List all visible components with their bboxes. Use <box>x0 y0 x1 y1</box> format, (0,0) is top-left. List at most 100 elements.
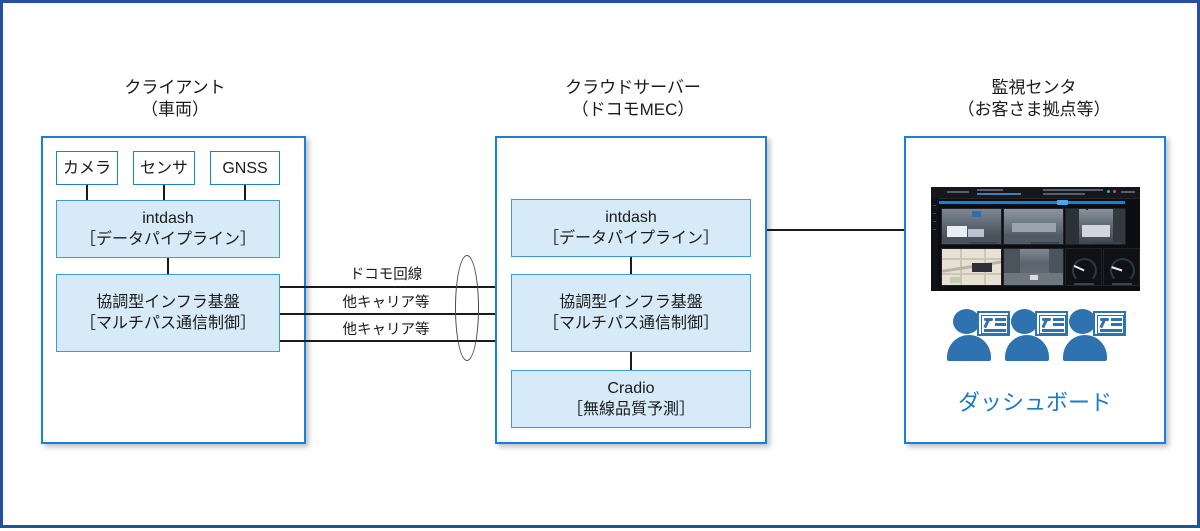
connector-gnss-to-intdash <box>244 185 246 200</box>
cloud-intdash-block[interactable]: intdash ［データパイプライン］ <box>511 199 751 257</box>
gauge-1-label <box>1074 283 1094 285</box>
dashboard-topbar <box>931 187 1140 199</box>
client-infra-line2: ［マルチパス通信制御］ <box>79 315 256 332</box>
cloud-infra-line1: 協調型インフラ基盤 <box>559 294 703 311</box>
dashboard-sidebar <box>931 198 938 291</box>
cloud-group-title: クラウドサーバー （ドコモMEC） <box>498 77 768 121</box>
client-title-line1: クライアント <box>124 78 226 97</box>
client-group-title: クライアント （車両） <box>45 77 305 121</box>
operator-3-screen-line-2 <box>1111 323 1122 326</box>
operator-1-screen <box>977 311 1010 336</box>
operator-2-screen-inner <box>1039 315 1066 334</box>
dashboard-panel-gauge-1[interactable] <box>1065 248 1102 286</box>
operator-2-screen-line-1 <box>1053 318 1064 321</box>
dashboard-panel-camera-feed-2[interactable] <box>1003 208 1064 245</box>
gauge-1-dial <box>1072 258 1097 283</box>
topbar-meta-1 <box>977 189 1003 191</box>
operator-1 <box>947 309 1010 361</box>
network-bundle-ellipse <box>455 255 479 361</box>
camera-feed-2-caption <box>1031 242 1059 244</box>
source-box-sensor[interactable]: センサ <box>133 151 195 185</box>
cloud-title-line2: （ドコモMEC） <box>571 100 695 119</box>
operator-3-wrench-handle <box>1099 319 1106 329</box>
client-intdash-block[interactable]: intdash ［データパイプライン］ <box>56 200 280 258</box>
camera-feed-3-caption <box>1093 242 1121 244</box>
operator-1-wrench-icon <box>984 318 993 321</box>
source-box-camera[interactable]: カメラ <box>56 151 118 185</box>
center-title-line1: 監視センタ <box>991 78 1077 97</box>
sidebar-tick-3 <box>933 221 936 222</box>
timeline-scrubber-handle[interactable] <box>1057 200 1068 205</box>
topbar-status-dot-1 <box>1107 190 1110 193</box>
gauge-2-dial <box>1110 258 1135 283</box>
network-link-label-2: 他キャリア等 <box>328 291 444 312</box>
cloud-cradio-line1: Cradio <box>607 380 655 397</box>
operator-1-body <box>947 335 991 361</box>
connector-client-intdash-to-infra <box>167 258 169 274</box>
connector-cloud-infra-to-cradio <box>630 352 632 370</box>
dashboard-panel-camera-feed-4[interactable] <box>1003 248 1064 286</box>
network-link-label-1: ドコモ回線 <box>328 263 444 284</box>
operator-3-screen-line-1 <box>1111 318 1122 321</box>
topbar-meta-2 <box>977 193 1021 195</box>
client-infra-block[interactable]: 協調型インフラ基盤 ［マルチパス通信制御］ <box>56 274 280 352</box>
operator-3-wrench-icon <box>1100 318 1109 321</box>
cloud-infra-line2: ［マルチパス通信制御］ <box>542 315 719 332</box>
operator-2-head <box>1011 309 1038 334</box>
connector-cloud-intdash-to-infra <box>630 257 632 274</box>
cloud-title-line1: クラウドサーバー <box>565 78 701 97</box>
topbar-meta-4 <box>1043 193 1085 195</box>
diagram-stage: クライアント （車両） カメラ センサ GNSS intdash ［データパイプ… <box>3 3 1200 531</box>
operator-1-screen-inner <box>981 315 1008 334</box>
client-intdash-line1: intdash <box>142 210 194 227</box>
operator-3-body <box>1063 335 1107 361</box>
operator-1-head <box>953 309 980 334</box>
operator-2-wrench-icon <box>1042 318 1051 321</box>
center-title-line2: （お客さま拠点等） <box>957 100 1111 119</box>
operator-3-screen-inner <box>1097 315 1124 334</box>
dashboard-panel-map-view[interactable] <box>941 248 1002 286</box>
topbar-meta-5 <box>1121 191 1135 193</box>
sidebar-tick-2 <box>933 213 936 214</box>
network-link-line-3 <box>280 340 516 342</box>
topbar-meta-3 <box>1043 189 1103 191</box>
cloud-intdash-line2: ［データパイプライン］ <box>542 230 719 247</box>
operator-2 <box>1005 309 1068 361</box>
operator-2-screen-line-2 <box>1053 323 1064 326</box>
operator-3 <box>1063 309 1126 361</box>
dashboard-label: ダッシュボード <box>957 390 1112 415</box>
operator-1-screen-line-2 <box>995 323 1006 326</box>
connector-sensor-to-intdash <box>163 185 165 200</box>
dashboard-screenshot[interactable] <box>931 187 1140 291</box>
dashboard-panel-camera-feed-3[interactable] <box>1065 208 1126 245</box>
topbar-logo-text <box>947 191 969 193</box>
dashboard-panel-gauge-2[interactable] <box>1103 248 1140 286</box>
operator-2-screen-line-3 <box>1042 329 1064 332</box>
timeline-scrubber-track[interactable] <box>939 201 1125 204</box>
client-title-line2: （車両） <box>141 100 209 119</box>
operator-1-screen-line-1 <box>995 318 1006 321</box>
cloud-cradio-line2: ［無線品質予測］ <box>566 401 695 418</box>
network-link-label-3: 他キャリア等 <box>328 318 444 339</box>
client-infra-line1: 協調型インフラ基盤 <box>96 294 240 311</box>
cloud-cradio-block[interactable]: Cradio ［無線品質予測］ <box>511 370 751 428</box>
operator-2-screen <box>1035 311 1068 336</box>
source-box-gnss[interactable]: GNSS <box>210 151 280 185</box>
sidebar-tick-4 <box>933 229 936 230</box>
source-label-sensor: センサ <box>139 159 188 177</box>
cloud-to-center-link <box>767 229 905 231</box>
network-link-line-2 <box>280 313 516 315</box>
gauge-2-label <box>1112 283 1132 285</box>
dashboard-panel-camera-feed-1[interactable] <box>941 208 1002 245</box>
operator-2-body <box>1005 335 1049 361</box>
operator-2-wrench-handle <box>1041 319 1048 329</box>
center-group-title: 監視センタ （お客さま拠点等） <box>903 77 1165 121</box>
operator-1-screen-line-3 <box>984 329 1006 332</box>
operator-1-wrench-handle <box>983 319 990 329</box>
camera-feed-1-caption <box>969 242 997 244</box>
connector-camera-to-intdash <box>86 185 88 200</box>
empty-slot-1[interactable] <box>1086 208 1088 210</box>
cloud-infra-block[interactable]: 協調型インフラ基盤 ［マルチパス通信制御］ <box>511 274 751 352</box>
operator-3-head <box>1069 309 1096 334</box>
